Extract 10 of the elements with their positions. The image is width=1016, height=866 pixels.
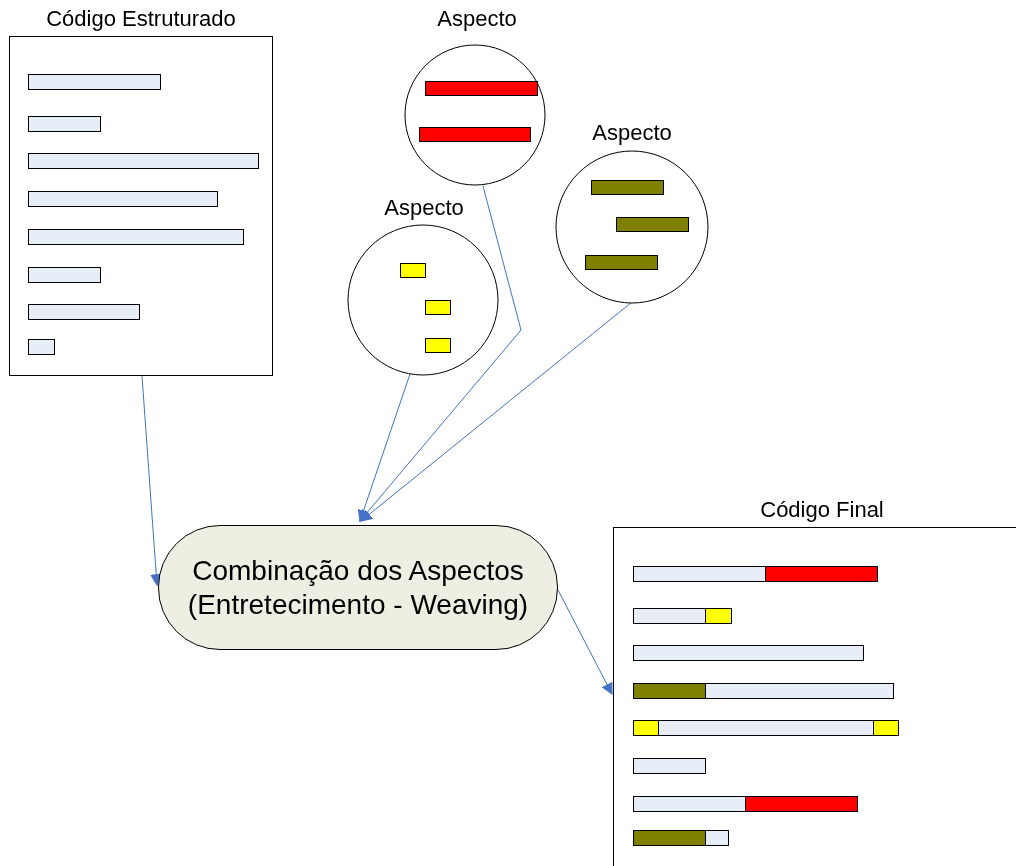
arrow <box>359 185 522 522</box>
node-label: Combinação dos Aspectos (Entretecimento - Weaving) <box>186 553 530 622</box>
arrow <box>357 373 411 523</box>
heading: Aspecto <box>592 120 672 146</box>
heading: Código Estruturado <box>46 6 236 32</box>
arrow <box>557 589 613 696</box>
arrow <box>360 301 633 522</box>
heading: Código Final <box>760 497 884 523</box>
heading: Aspecto <box>384 195 464 221</box>
heading: Aspecto <box>437 6 517 32</box>
